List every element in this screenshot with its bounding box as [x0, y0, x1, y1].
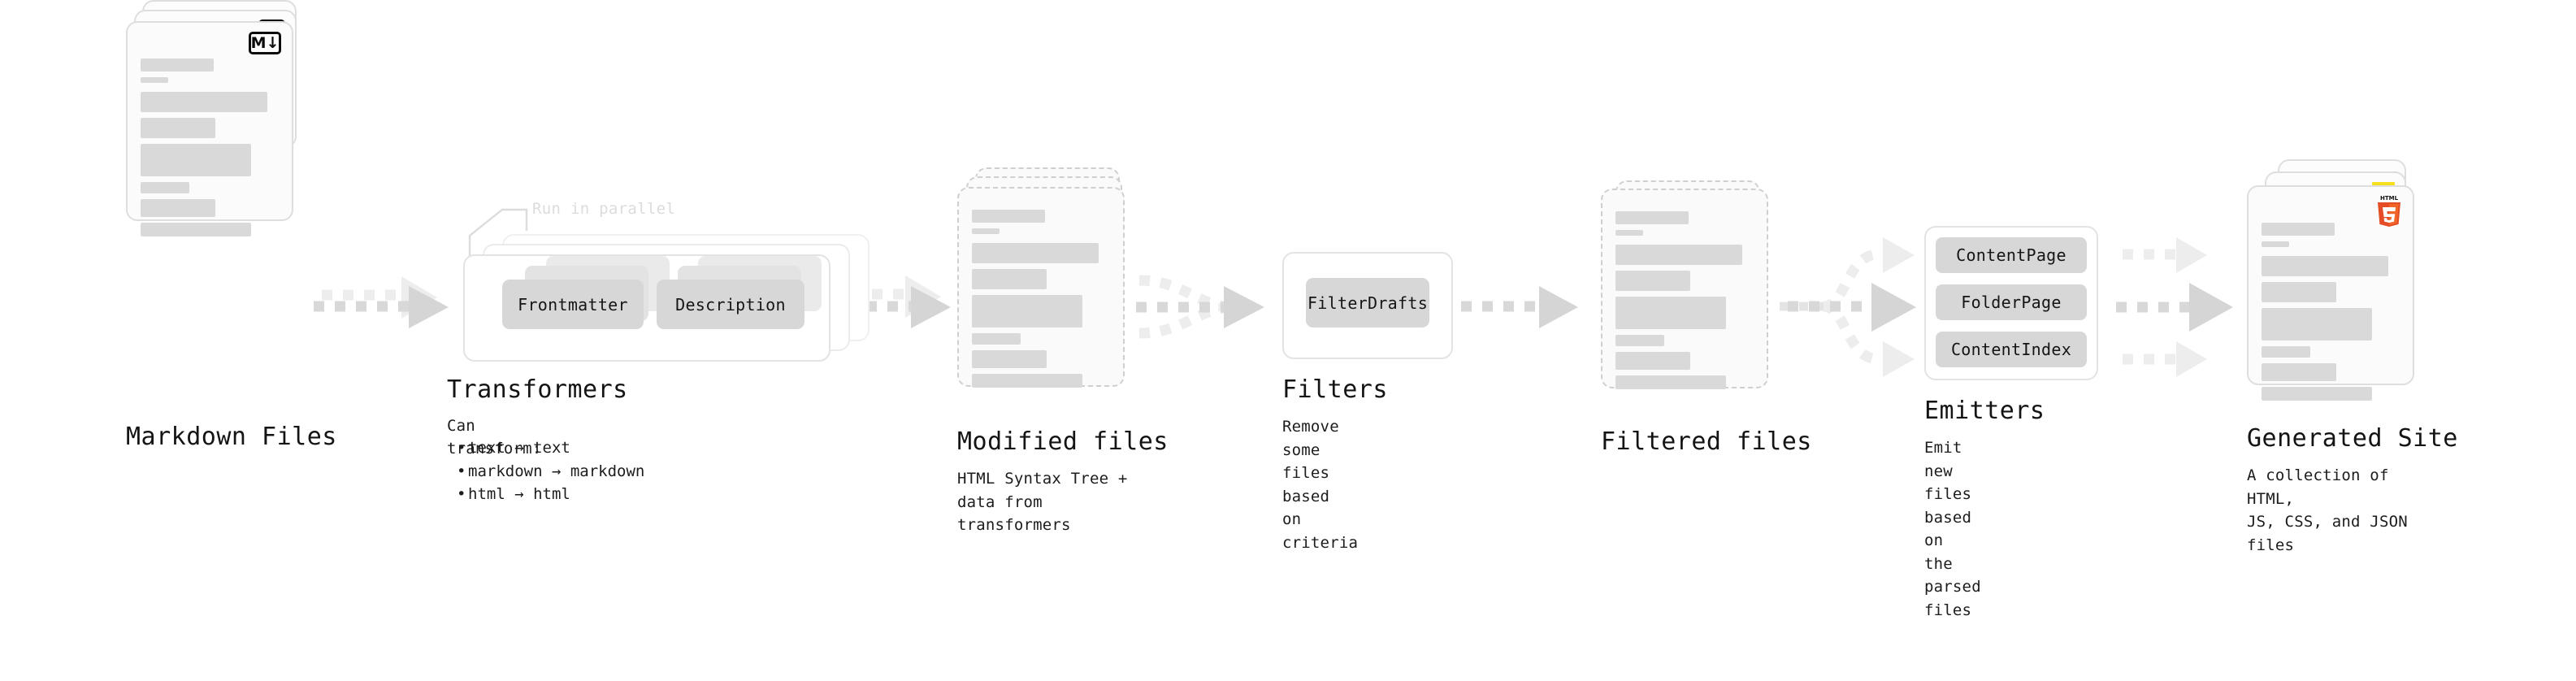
arrow-markdown-to-transformers: [314, 276, 449, 328]
filters-title: Filters: [1282, 375, 1388, 404]
generated-site-skeleton: [2262, 223, 2400, 406]
skeleton-bar: [1615, 271, 1690, 291]
transformers-title: Transformers: [447, 375, 628, 404]
skeleton-bar: [2262, 282, 2336, 302]
skeleton-bar: [1615, 375, 1726, 389]
skeleton-bar: [1615, 211, 1689, 224]
skeleton-bar: [972, 243, 1099, 263]
stage-filtered-files: Filtered files: [1601, 0, 1811, 456]
modified-file-stack: [957, 0, 1144, 388]
generated-site-stack: HTML: [2247, 0, 2434, 401]
skeleton-bar: [972, 295, 1082, 327]
skeleton-bar: [1615, 245, 1743, 265]
skeleton-bar: [972, 210, 1046, 223]
transformers-bullet-list: text → text markdown → markdown html → h…: [453, 436, 644, 506]
stage-generated-site: HTML Generated Si: [2247, 0, 2457, 554]
arrow-emitters-to-site: [2116, 237, 2233, 377]
skeleton-bar: [2262, 241, 2289, 247]
markdown-file-stack: M↓ M↓ M↓: [126, 0, 313, 236]
skeleton-bar: [1615, 335, 1664, 346]
skeleton-bar: [141, 223, 251, 236]
skeleton-bar: [972, 350, 1047, 368]
chip-frontmatter[interactable]: Frontmatter: [502, 280, 644, 329]
modified-files-subtitle: HTML Syntax Tree + data from transformer…: [957, 470, 1128, 534]
modified-files-title: Modified files: [957, 427, 1169, 456]
skeleton-bar: [1615, 230, 1643, 236]
skeleton-bar: [972, 269, 1047, 289]
filtered-file-skeleton: [1615, 211, 1754, 395]
generated-site-title: Generated Site: [2247, 424, 2458, 453]
skeleton-bar: [141, 118, 215, 138]
arrow-filters-to-filtered: [1461, 286, 1578, 328]
stage-markdown-files: M↓ M↓ M↓ Markdown Files: [126, 0, 336, 451]
arrow-filtered-to-emitters: [1780, 237, 1916, 377]
emitters-title: Emitters: [1924, 397, 2045, 425]
skeleton-bar: [2262, 256, 2389, 276]
transformers-bullet-item: html → html: [453, 483, 644, 506]
stage-modified-files: Modified files HTML Syntax Tree + data f…: [957, 0, 1168, 534]
markdown-file-card-front[interactable]: M↓: [126, 21, 293, 236]
transformers-bullet-item: text → text: [453, 436, 644, 460]
html5-icon: HTML: [2375, 193, 2403, 227]
filters-subtitle: Remove some files based on criteria: [1282, 418, 1359, 552]
skeleton-bar: [972, 374, 1082, 388]
skeleton-bar: [141, 92, 268, 112]
modified-file-card-front[interactable]: [957, 187, 1125, 388]
chip-contentindex[interactable]: ContentIndex: [1936, 332, 2087, 367]
skeleton-bar: [141, 182, 189, 193]
skeleton-bar: [1615, 352, 1690, 370]
filtered-files-title: Filtered files: [1601, 427, 1812, 456]
chip-contentpage[interactable]: ContentPage: [1936, 237, 2087, 273]
svg-text:HTML: HTML: [2380, 195, 2399, 202]
skeleton-bar: [141, 144, 251, 176]
emitters-subtitle: Emit new files based on the parsed files: [1924, 439, 1981, 619]
chip-folderpage[interactable]: FolderPage: [1936, 284, 2087, 320]
transformers-bullet-item: markdown → markdown: [453, 460, 644, 484]
skeleton-bar: [972, 333, 1021, 345]
skeleton-bar: [141, 199, 215, 217]
run-in-parallel-label: Run in parallel: [532, 200, 676, 218]
skeleton-bar: [141, 77, 168, 83]
modified-file-skeleton: [972, 210, 1110, 393]
skeleton-bar: [972, 228, 1000, 234]
filtered-file-card-front[interactable]: [1601, 189, 1768, 389]
generated-site-card-html[interactable]: HTML: [2247, 185, 2414, 401]
skeleton-bar: [2262, 387, 2372, 401]
skeleton-bar: [2262, 346, 2310, 358]
skeleton-bar: [2262, 223, 2335, 236]
skeleton-bar: [1615, 297, 1726, 329]
arrow-modified-to-filters: [1136, 275, 1264, 339]
chip-filterdrafts[interactable]: FilterDrafts: [1306, 278, 1429, 327]
skeleton-bar: [2262, 363, 2336, 381]
skeleton-bar: [2262, 308, 2372, 340]
generated-site-subtitle: A collection of HTML, JS, CSS, and JSON …: [2247, 466, 2408, 554]
markdown-files-title: Markdown Files: [126, 423, 337, 451]
filtered-file-stack: [1601, 0, 1788, 389]
markdown-icon: M↓: [249, 32, 281, 54]
skeleton-bar: [141, 59, 215, 72]
chip-description[interactable]: Description: [657, 280, 804, 329]
markdown-file-skeleton: [141, 59, 279, 242]
